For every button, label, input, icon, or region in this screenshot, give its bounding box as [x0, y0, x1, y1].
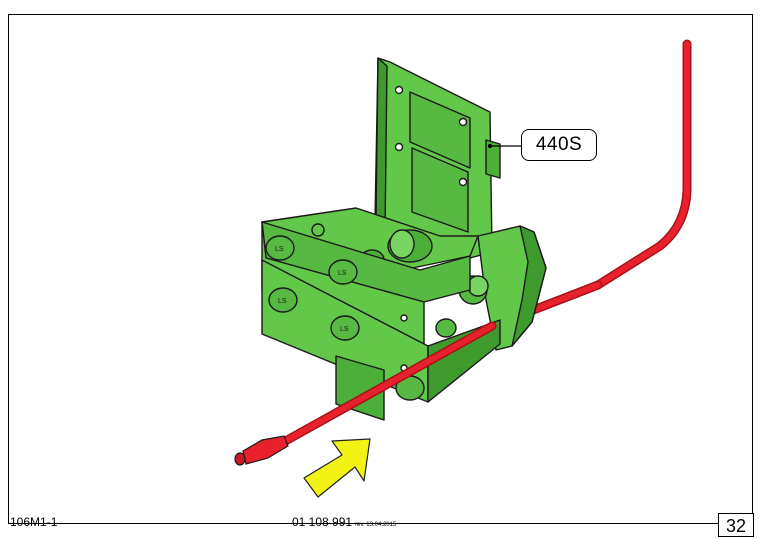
page-number: 32 [718, 513, 754, 537]
screw-label: LS [340, 326, 349, 333]
part-number-callout: 440S [521, 129, 597, 161]
callout-leader [487, 143, 521, 149]
revision-date: rev. 13.04.2015 [355, 522, 397, 528]
direction-arrow-icon [303, 438, 371, 498]
callout-label: 440S [535, 134, 583, 155]
screw-label: LS [278, 298, 287, 305]
screw-labels: LS LS LS LS [275, 246, 349, 333]
figure-code: 106M1-1 [10, 515, 58, 529]
document-id: 01 108 991 [292, 515, 353, 529]
bracket-assembly [261, 57, 547, 421]
red-cable [487, 39, 692, 331]
red-rod [234, 321, 497, 466]
screw-label: LS [338, 270, 347, 277]
screw-label: LS [275, 246, 284, 253]
ls-screws [265, 235, 360, 341]
